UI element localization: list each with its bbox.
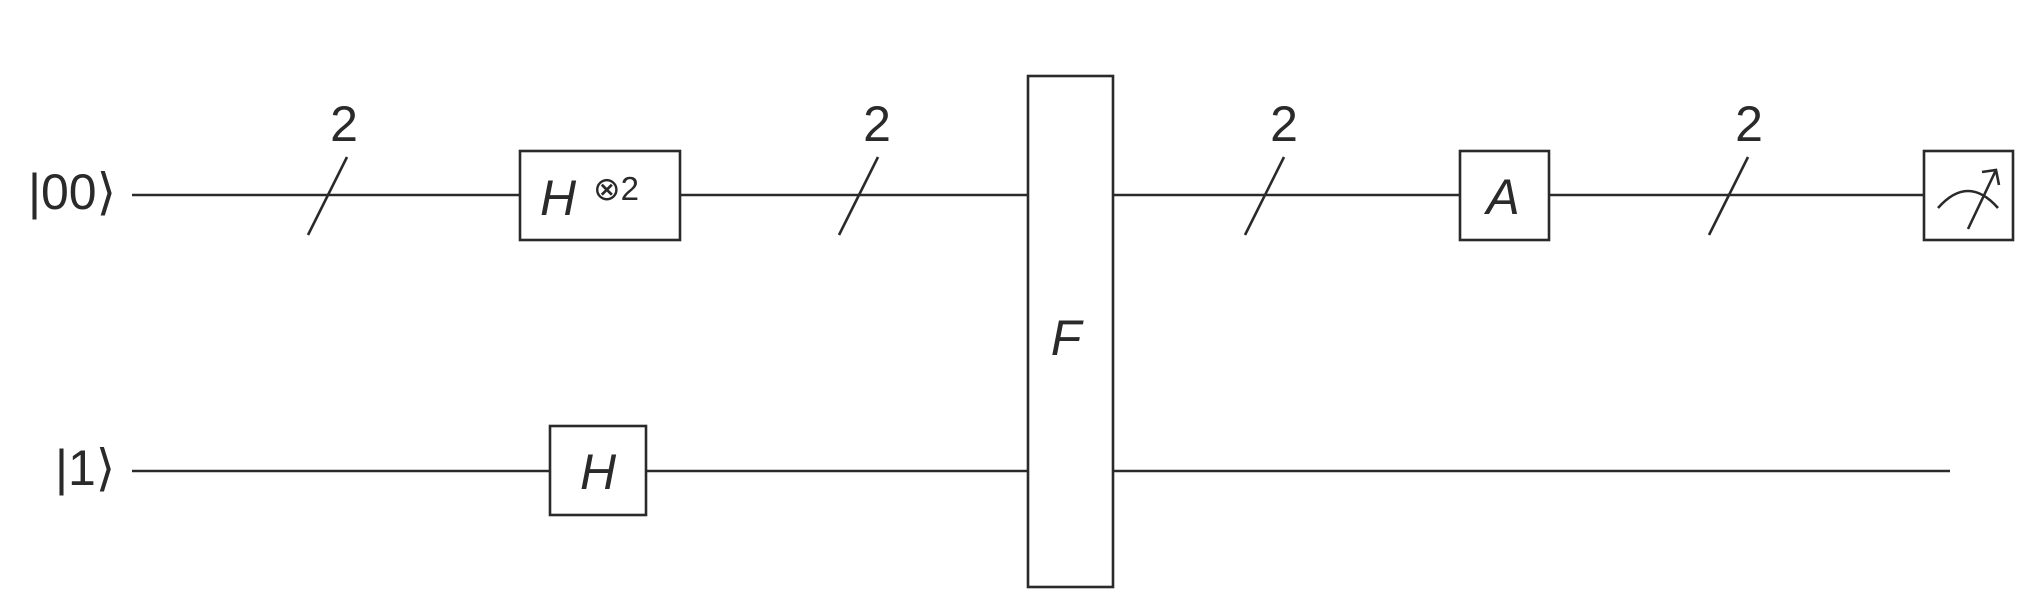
oracle-gate-label: F <box>1051 310 1084 366</box>
oracle-gate-box <box>1026 74 1115 589</box>
input-ket-ancilla: |1⟩ <box>55 440 115 496</box>
bundle-slash-2 <box>837 156 880 236</box>
operator-gate-label: A <box>1483 169 1519 225</box>
qubit-count-label-4: 2 <box>1735 96 1763 152</box>
bundle-slash-4 <box>1707 156 1750 236</box>
bundle-slash-1 <box>306 156 349 236</box>
operator-gate-box <box>1458 149 1551 242</box>
meter-needle <box>1966 169 1998 230</box>
qubit-count-label-2: 2 <box>863 96 891 152</box>
meter-icon <box>1937 168 2001 230</box>
operator-gate: A <box>1458 149 1551 242</box>
oracle-gate: F <box>1026 74 1115 589</box>
hadamard-tensor-gate-label: H <box>540 170 577 226</box>
input-ket-register: |00⟩ <box>28 164 116 220</box>
meter-arc <box>1937 189 1999 209</box>
hadamard-tensor-gate: H ⊗2 <box>518 149 682 242</box>
qubit-count-label-1: 2 <box>330 96 358 152</box>
qubit-count-label-3: 2 <box>1270 96 1298 152</box>
hadamard-gate: H <box>548 424 648 517</box>
meter-needle-head <box>1981 168 2001 186</box>
hadamard-tensor-gate-box <box>518 149 682 242</box>
hadamard-gate-label: H <box>580 444 617 500</box>
measurement-gate <box>1922 149 2015 242</box>
hadamard-gate-box <box>548 424 648 517</box>
hadamard-tensor-power: ⊗2 <box>593 170 639 207</box>
bundle-slash-3 <box>1243 156 1286 236</box>
